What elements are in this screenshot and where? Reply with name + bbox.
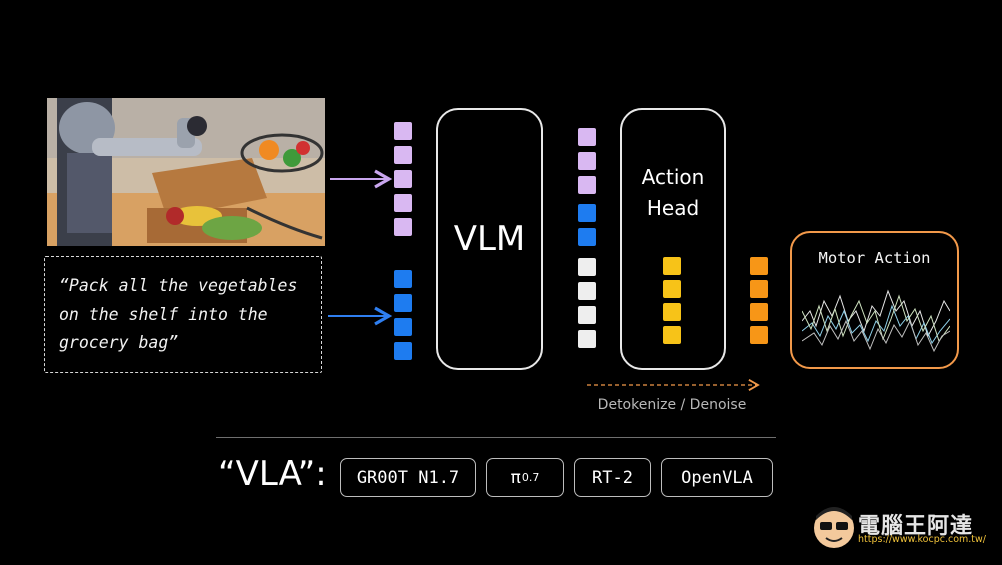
text-token: [394, 294, 412, 312]
latent-token: [578, 282, 596, 300]
latent-token: [578, 306, 596, 324]
latent-token: [578, 258, 596, 276]
watermark-url[interactable]: https://www.kocpc.com.tw/: [858, 534, 986, 545]
output-vision-token: [578, 176, 596, 194]
text-token: [394, 318, 412, 336]
motor-token: [750, 326, 768, 344]
vla-label: “VLA”:: [218, 454, 327, 494]
motor-token: [750, 257, 768, 275]
output-text-token: [578, 228, 596, 246]
model-chip-openvla: OpenVLA: [661, 458, 773, 497]
action-token: [663, 280, 681, 298]
vision-token: [394, 122, 412, 140]
motor-token: [750, 303, 768, 321]
action-token: [663, 303, 681, 321]
action-token: [663, 326, 681, 344]
vision-token: [394, 146, 412, 164]
motor-token: [750, 280, 768, 298]
vision-token: [394, 194, 412, 212]
text-token: [394, 342, 412, 360]
action-head-box: Action Head: [620, 108, 726, 370]
motor-trajectory-graphic: [802, 289, 950, 353]
model-chip-rt2: RT-2: [574, 458, 651, 497]
output-text-token: [578, 204, 596, 222]
vision-token: [394, 170, 412, 188]
latent-token: [578, 330, 596, 348]
watermark-site-name: 電腦王阿達: [858, 514, 974, 539]
divider: [216, 437, 776, 438]
motor-action-box: Motor Action: [790, 231, 959, 369]
vlm-box: VLM: [436, 108, 543, 370]
instruction-prompt: “Pack all the vegetables on the shelf in…: [44, 256, 322, 373]
action-token: [663, 257, 681, 275]
output-vision-token: [578, 128, 596, 146]
robot-photo: [47, 98, 325, 246]
model-chip-groot: GR00T N1.7: [340, 458, 476, 497]
motor-action-label: Motor Action: [818, 249, 931, 267]
output-vision-token: [578, 152, 596, 170]
vision-token: [394, 218, 412, 236]
detokenize-label: Detokenize / Denoise: [597, 397, 747, 413]
action-head-label: Action Head: [641, 165, 705, 220]
text-token: [394, 270, 412, 288]
vlm-label: VLM: [453, 219, 526, 259]
mascot-logo-icon: [814, 507, 854, 548]
